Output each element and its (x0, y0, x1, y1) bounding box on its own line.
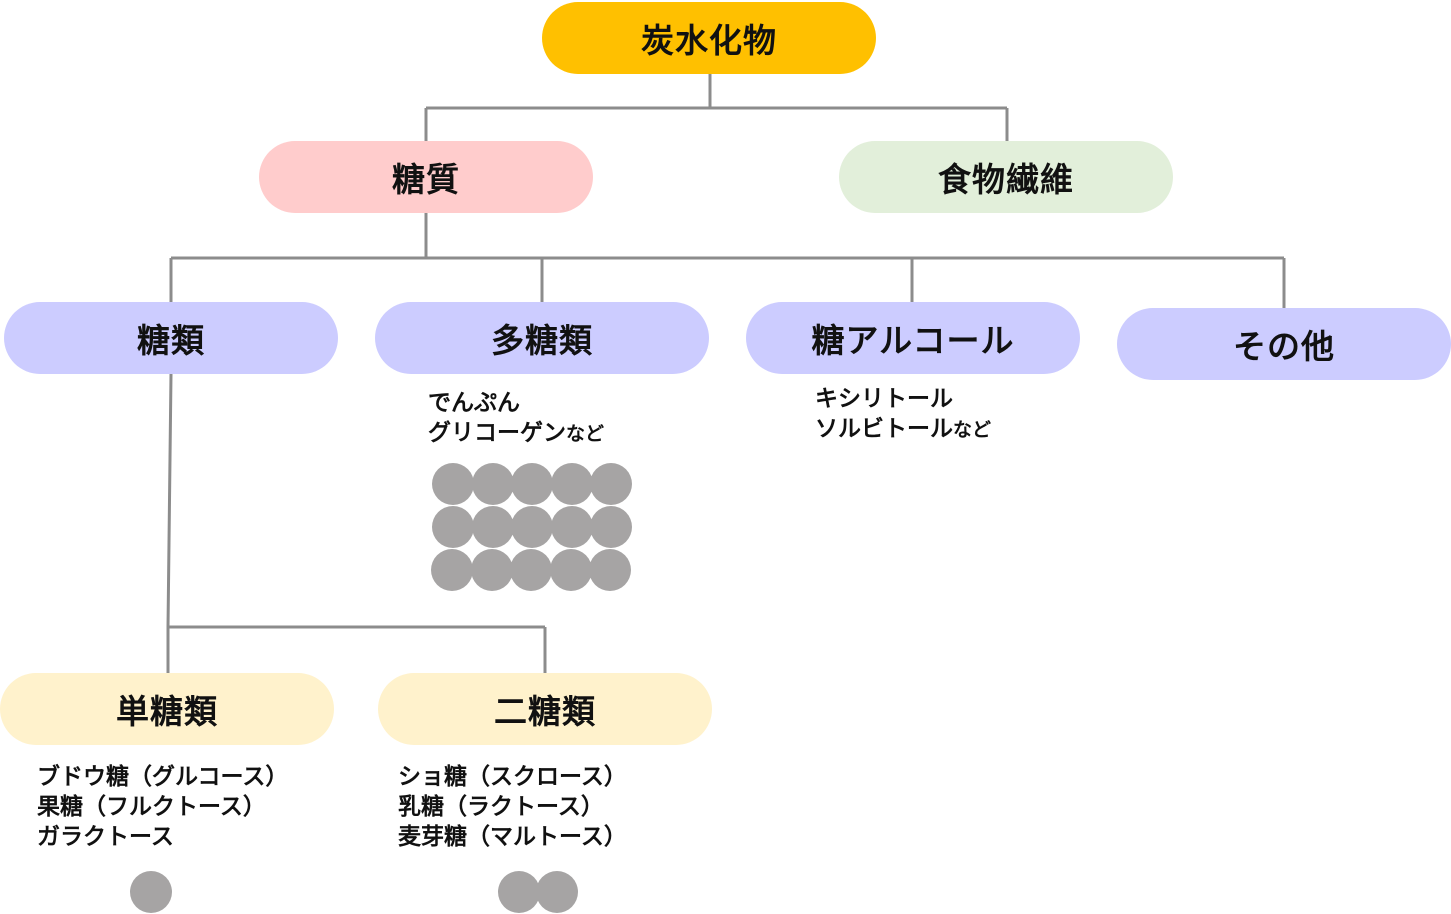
example-sorbitol: ソルビトール (815, 416, 953, 442)
molecule-unit (536, 871, 578, 913)
example-starch: でんぷん (428, 390, 520, 416)
molecule-unit (471, 506, 514, 548)
molecule-unit (431, 549, 473, 591)
molecule-unit (589, 549, 631, 591)
disaccharides-examples: ショ糖（スクロース） 乳糖（ラクトース） 麦芽糖（マルトース） (398, 762, 627, 852)
node-dietary-fiber: 食物繊維 (839, 141, 1173, 213)
example-galactose: ガラクトース (37, 824, 174, 850)
molecule-unit (590, 463, 632, 505)
node-carbohydrate: 炭水化物 (542, 2, 876, 74)
molecule-unit (432, 463, 474, 505)
sugar-alcohol-examples: キシリトール ソルビトールなど (815, 384, 991, 445)
example-etc: など (566, 423, 605, 445)
molecule-unit (590, 506, 632, 548)
connector-sugar-level (169, 212, 1286, 308)
molecule-unit (511, 463, 553, 505)
molecule-unit (432, 506, 474, 548)
example-sucrose: ショ糖（スクロース） (398, 764, 627, 790)
example-glycogen: グリコーゲン (428, 420, 566, 446)
monosaccharide-molecule (130, 871, 172, 913)
molecule-unit (511, 506, 553, 548)
example-xylitol: キシリトール (815, 386, 953, 412)
polysaccharides-examples: でんぷん グリコーゲンなど (428, 388, 604, 449)
molecule-unit (471, 463, 514, 505)
example-glucose: ブドウ糖（グルコース） (37, 764, 289, 790)
example-maltose: 麦芽糖（マルトース） (398, 824, 627, 850)
molecule-unit (550, 463, 593, 505)
polysaccharide-molecule (431, 463, 634, 593)
node-polysaccharides: 多糖類 (375, 302, 709, 374)
node-other: その他 (1117, 308, 1451, 380)
example-etc: など (953, 419, 992, 441)
node-monosaccharides: 単糖類 (0, 673, 334, 745)
molecule-unit (510, 549, 552, 591)
example-fructose: 果糖（フルクトース） (37, 794, 266, 820)
molecule-unit (549, 549, 592, 591)
molecule-unit (498, 871, 540, 913)
molecule-unit (470, 549, 513, 591)
node-saccharides: 糖類 (4, 302, 338, 374)
molecule-unit (130, 871, 172, 913)
node-sugar: 糖質 (259, 141, 593, 213)
example-lactose: 乳糖（ラクトース） (398, 794, 604, 820)
connector-root-level (424, 74, 1009, 141)
monosaccharides-examples: ブドウ糖（グルコース） 果糖（フルクトース） ガラクトース (37, 762, 288, 852)
node-sugar-alcohol: 糖アルコール (746, 302, 1080, 374)
molecule-unit (550, 506, 593, 548)
node-disaccharides: 二糖類 (378, 673, 712, 745)
disaccharide-molecule (498, 871, 580, 913)
connector-saccharide-level (166, 373, 547, 673)
